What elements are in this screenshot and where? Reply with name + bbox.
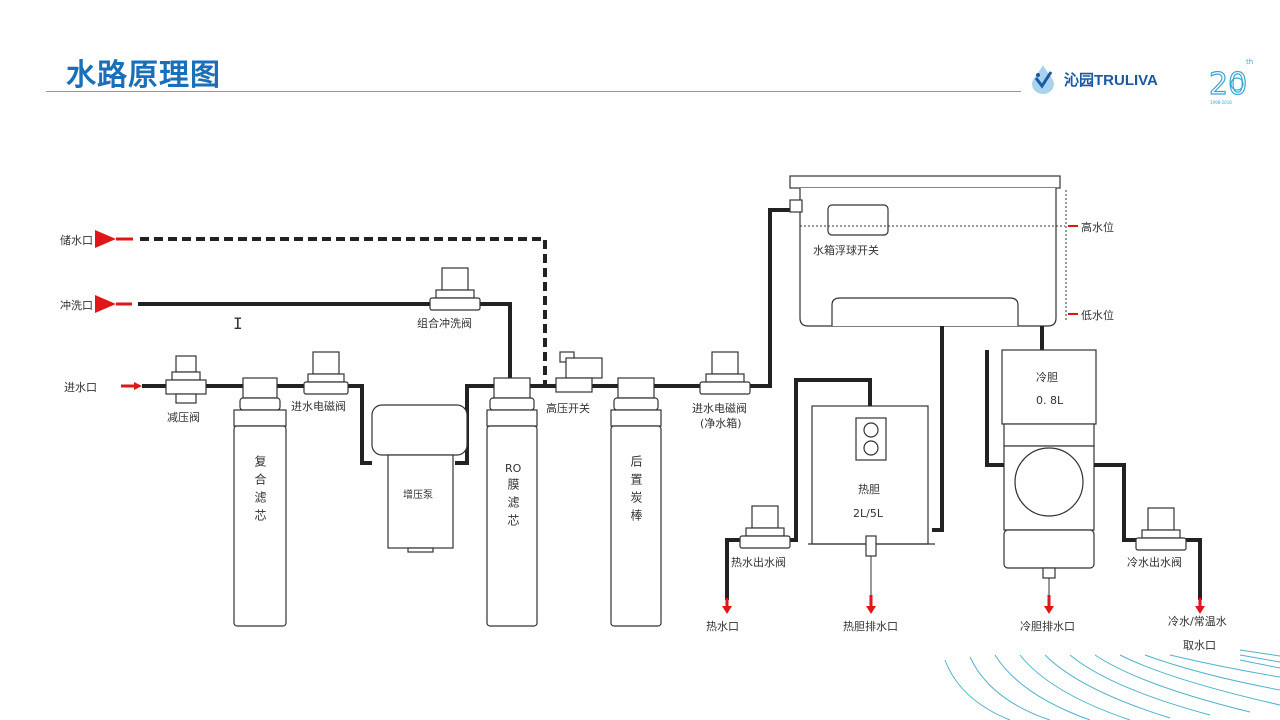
combo-flush-valve-label: 组合冲洗阀 [417,317,472,330]
cold-tank-left-pipe [985,350,1004,467]
tank-inlet-solenoid-valve-label: 进水电磁阀 [692,402,747,415]
hot-outlet-valve-icon [739,505,791,549]
tank-inlet-solenoid-valve-icon [699,351,751,395]
hot-tank-drain-label: 热胆排水口 [843,620,898,633]
composite-filter-label: 复合滤芯 [253,455,267,527]
inlet-solenoid-valve-icon [303,351,349,395]
cold-tank-label: 冷胆 [1036,371,1058,384]
anniversary-number: 20 [1209,67,1247,102]
water-drop-logo-icon [1032,65,1054,94]
anniversary-logo-icon: 20 [1208,66,1247,102]
flush-outlet-label: 冲洗口 [60,299,93,312]
brand-logo: 沁园TRULIVA [1030,64,1158,94]
anniversary-suffix: th [1246,58,1254,66]
page-title: 水路原理图 [66,58,221,93]
flush-pipe [138,302,512,385]
high-pressure-switch-icon [555,351,603,393]
booster-pump-icon [371,404,468,553]
cold-normal-outlet-label-2: 取水口 [1183,639,1216,652]
cold-tank-icon [1001,349,1097,579]
inlet-solenoid-valve-label: 进水电磁阀 [291,400,346,413]
hot-tank-icon [808,405,935,557]
ro-filter-prefix-label: RO [505,462,522,475]
hot-tank-label: 热胆 [858,483,880,496]
cold-tank-out-pipe [1094,463,1202,600]
pressure-reducing-valve-label: 减压阀 [167,411,200,424]
anniversary-caption: 1998-2018 [1210,100,1232,105]
high-level-label: 高水位 [1081,221,1114,234]
water-inlet-label: 进水口 [64,381,97,394]
storage-pipe-dashed [140,237,547,385]
cold-outlet-valve-icon [1135,507,1187,551]
title-divider [46,91,1021,92]
cold-tank-drain-label: 冷胆排水口 [1020,620,1075,633]
booster-pump-label: 增压泵 [403,490,433,501]
storage-outlet-label: 储水口 [60,234,93,247]
combo-flush-valve-icon [429,267,481,311]
tank-inlet-solenoid-valve-note: (净水箱) [700,417,742,430]
composite-filter-icon [233,377,287,627]
text-cursor-icon: I [233,314,243,333]
hot-tank-capacity: 2L/5L [853,507,883,520]
hot-water-outlet-label: 热水口 [706,620,739,633]
cold-tank-capacity: 0. 8L [1036,394,1064,407]
ro-filter-icon [486,377,538,627]
float-switch-label: 水箱浮球开关 [813,244,879,257]
cold-normal-outlet-label-1: 冷水/常温水 [1168,615,1227,628]
brand-name: 沁园TRULIVA [1064,71,1158,89]
post-carbon-filter-icon [610,377,662,627]
water-tank-icon [789,175,1061,327]
hot-tank-supply-pipe [725,378,872,600]
ro-filter-label: 膜滤芯 [506,478,520,532]
hot-outlet-valve-label: 热水出水阀 [731,556,786,569]
post-carbon-label: 后置炭棒 [629,455,643,527]
decorative-wave-lines [944,649,1280,720]
high-pressure-switch-label: 高压开关 [546,402,590,415]
low-level-label: 低水位 [1081,309,1114,322]
pressure-reducing-valve-icon [165,355,207,404]
tank-to-hot-pipe [932,326,944,532]
cold-outlet-valve-label: 冷水出水阀 [1127,556,1182,569]
